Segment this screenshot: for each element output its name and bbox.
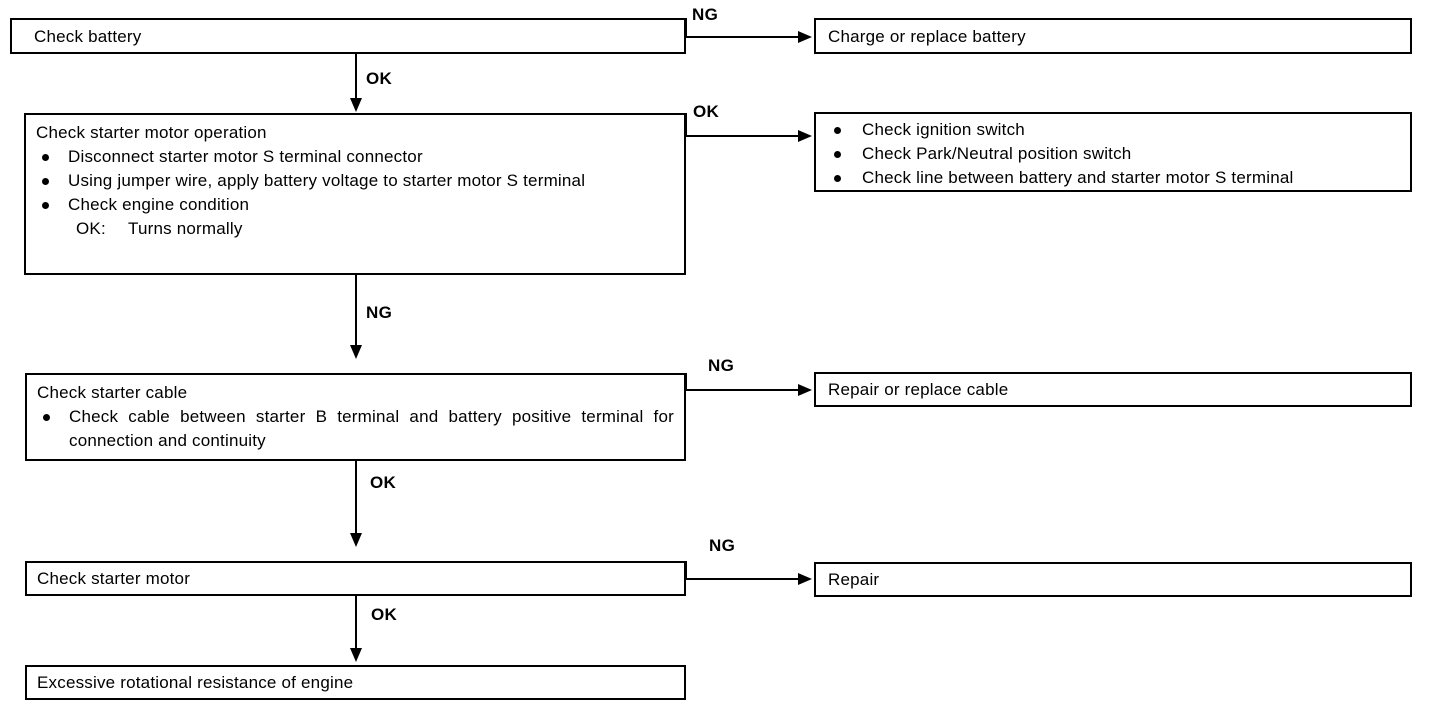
list-item: Check Park/Neutral position switch [816,142,1410,166]
list-item: Check ignition switch [816,118,1410,142]
node-check-starter-motor-operation-title: Check starter motor operation [36,123,267,142]
node-excessive-rotational-resistance[interactable]: Excessive rotational resistance of engin… [25,665,686,700]
node-check-starter-motor-operation[interactable]: Check starter motor operation Disconnect… [24,113,686,275]
node-charge-or-replace-battery-title: Charge or replace battery [828,27,1026,46]
edge-starter-op-ok-line [685,135,800,137]
edge-motor-ng-arrowhead [798,573,812,585]
node-check-battery-title: Check battery [34,27,142,46]
edge-battery-ok-line [355,54,357,99]
node-repair-or-replace-cable[interactable]: Repair or replace cable [814,372,1412,407]
edge-cable-ng-arrowhead [798,384,812,396]
edge-cable-ng-line [685,389,800,391]
edge-starter-op-ok-arrowhead [798,130,812,142]
edge-motor-ok-line [355,596,357,651]
edge-starter-op-ng-arrowhead [350,345,362,359]
list-item: Using jumper wire, apply battery voltage… [26,169,684,193]
list-item: Check line between battery and starter m… [816,166,1410,190]
list-item-label: Using jumper wire, apply battery voltage… [68,171,586,190]
edge-battery-ok-arrowhead [350,98,362,112]
bullet-dot-icon [834,175,841,182]
list-item: Check engine condition [26,193,684,217]
node-repair[interactable]: Repair [814,562,1412,597]
edge-label-battery-ng: NG [692,5,719,24]
edge-cable-ok-line [355,461,357,536]
result-value: Turns normally [128,219,243,238]
node-check-starter-motor-operation-bullets: Disconnect starter motor S terminal conn… [26,145,684,217]
node-check-starter-motor-operation-result: OK: Turns normally [26,217,684,241]
edge-battery-ng-arrowhead [798,31,812,43]
edge-label-cable-ok: OK [370,473,397,492]
node-repair-title: Repair [828,570,880,589]
node-check-starter-motor-title: Check starter motor [37,569,191,588]
node-check-starter-cable-bullets: Check cable between starter B terminal a… [27,405,684,453]
edge-cable-ok-arrowhead [350,533,362,547]
edge-starter-op-ng-line [355,275,357,347]
list-item: Disconnect starter motor S terminal conn… [26,145,684,169]
node-check-starter-motor[interactable]: Check starter motor [25,561,686,596]
node-check-switches-and-line-bullets: Check ignition switch Check Park/Neutral… [816,118,1410,190]
edge-starter-op-ok-stub [685,113,687,137]
edge-motor-ng-line [685,578,800,580]
node-excessive-rotational-resistance-title: Excessive rotational resistance of engin… [37,673,354,692]
edge-label-battery-ok: OK [366,69,393,88]
list-item-label: Check line between battery and starter m… [862,168,1294,187]
bullet-dot-icon [42,202,49,209]
edge-cable-ng-stub [685,373,687,391]
node-check-battery[interactable]: Check battery [10,18,686,54]
bullet-dot-icon [43,414,50,421]
list-item: Check cable between starter B terminal a… [27,405,684,453]
node-check-starter-cable-title: Check starter cable [37,383,188,402]
edge-label-starter-op-ng: NG [366,303,393,322]
bullet-dot-icon [834,127,841,134]
bullet-dot-icon [42,154,49,161]
node-check-starter-cable[interactable]: Check starter cable Check cable between … [25,373,686,461]
edge-motor-ok-arrowhead [350,648,362,662]
bullet-dot-icon [42,178,49,185]
list-item-label: Check engine condition [68,195,250,214]
list-item-label: Disconnect starter motor S terminal conn… [68,147,423,166]
edge-battery-ng-stub [685,18,687,38]
result-label: OK: [76,219,106,238]
node-check-switches-and-line[interactable]: Check ignition switch Check Park/Neutral… [814,112,1412,192]
bullet-dot-icon [834,151,841,158]
list-item-label: Check ignition switch [862,120,1025,139]
edge-label-motor-ok: OK [371,605,398,624]
list-item-label: Check Park/Neutral position switch [862,144,1132,163]
node-charge-or-replace-battery[interactable]: Charge or replace battery [814,18,1412,54]
list-item-label: Check cable between starter B terminal a… [69,407,674,450]
edge-label-cable-ng: NG [708,356,735,375]
edge-label-motor-ng: NG [709,536,736,555]
node-repair-or-replace-cable-title: Repair or replace cable [828,380,1009,399]
edge-label-starter-op-ok: OK [693,102,720,121]
edge-motor-ng-stub [685,561,687,579]
edge-battery-ng-line [685,36,800,38]
